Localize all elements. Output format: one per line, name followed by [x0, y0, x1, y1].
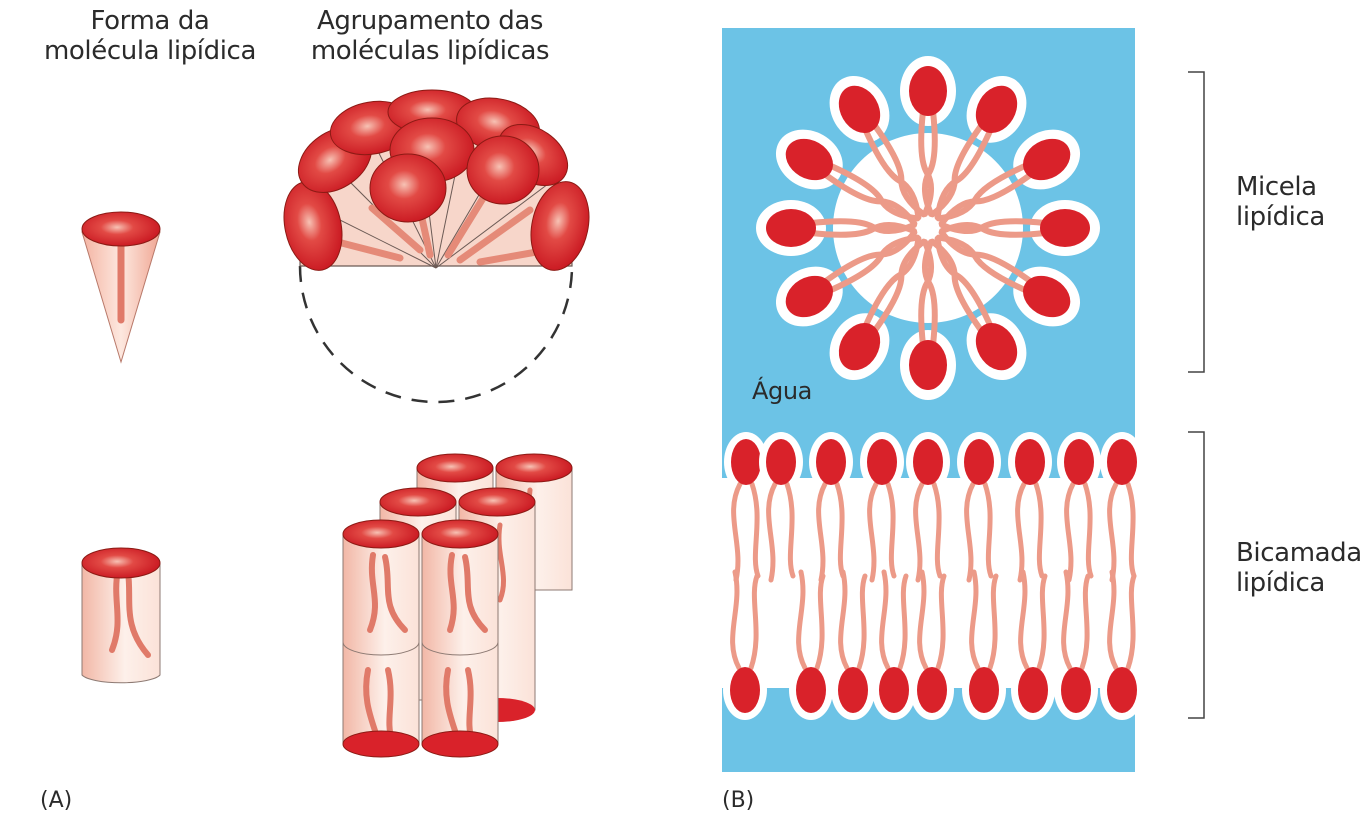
- lipid-head: [964, 439, 994, 485]
- lipid-head: [909, 340, 947, 390]
- cone-assembly-micelle: [276, 90, 596, 402]
- cylinder-front-right: [422, 520, 498, 757]
- panel-b-tag: (B): [722, 788, 754, 813]
- cone-shaped-lipid: [82, 212, 160, 362]
- lipid-head: [917, 667, 947, 713]
- lipid-head: [909, 66, 947, 116]
- lipid-head: [1015, 439, 1045, 485]
- micelle-bracket: [1188, 72, 1204, 372]
- lipid-head: [796, 667, 826, 713]
- bilayer-label: Bicamada lipídica: [1236, 538, 1362, 598]
- lipid-head: [1107, 667, 1137, 713]
- lipid-head: [913, 439, 943, 485]
- cylinder-assembly-bilayer: [343, 454, 572, 757]
- bilayer-bracket: [1188, 432, 1204, 718]
- lipid-head: [766, 209, 816, 247]
- panel-a-tag: (A): [40, 788, 72, 813]
- lipid-head: [838, 667, 868, 713]
- lipid-head: [1061, 667, 1091, 713]
- lipid-head: [1018, 667, 1048, 713]
- lipid-head: [730, 667, 760, 713]
- lipid-head: [731, 439, 761, 485]
- lipid-head: [1107, 439, 1137, 485]
- lipid-head: [879, 667, 909, 713]
- cylinder-shaped-lipid: [82, 548, 160, 683]
- micelle-label-line1: Micela: [1236, 172, 1325, 202]
- bilayer-label-line2: lipídica: [1236, 568, 1362, 598]
- lipid-head: [766, 439, 796, 485]
- lipid-head: [1040, 209, 1090, 247]
- lipid-head: [969, 667, 999, 713]
- micelle-label: Micela lipídica: [1236, 172, 1325, 232]
- lipid-head: [867, 439, 897, 485]
- cylinder-front-left: [343, 520, 419, 757]
- lipid-bilayer: [722, 432, 1144, 720]
- bilayer-label-line1: Bicamada: [1236, 538, 1362, 568]
- lipid-head: [816, 439, 846, 485]
- lipid-head: [1064, 439, 1094, 485]
- water-label: Água: [752, 376, 812, 406]
- micelle-label-line2: lipídica: [1236, 202, 1325, 232]
